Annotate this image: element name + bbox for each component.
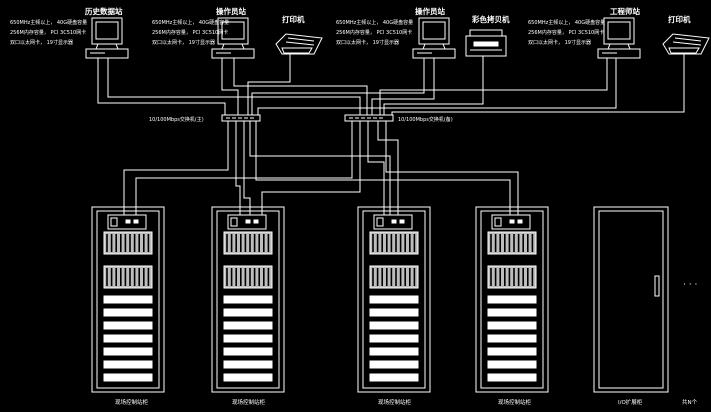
engineer-spec-line-1: 650MHz主频以上， 40G硬盘容量	[152, 19, 229, 26]
computer-icon	[85, 17, 129, 59]
engineering-spec-line-2: 256M内存容量， PCI 3C510网卡	[528, 29, 604, 36]
cabinet-2-label: 现场控制站柜	[232, 398, 266, 406]
io-cabinet-label: I/O扩展柜	[618, 398, 643, 406]
switch-backup-label: 10/100Mbps交换机(备)	[398, 116, 453, 123]
engineer-station-title: 操作员站	[216, 6, 246, 16]
copier-icon	[465, 29, 507, 57]
history-station: 历史数据站 650MHz主频以上， 40G硬盘容量 256M内存容量， PCI …	[10, 6, 123, 46]
engineer-spec-line-2: 256M内存容量， PCI 3C510网卡	[152, 29, 228, 36]
computer-icon	[412, 17, 456, 59]
control-cabinet-4	[475, 206, 549, 393]
switch-main-label: 10/100Mbps交换机(主)	[149, 116, 204, 123]
printer-icon	[275, 33, 323, 55]
network-cables	[97, 54, 685, 115]
cabinet-3-label: 现场控制站柜	[378, 398, 412, 406]
printer-2-label: 打印机	[668, 14, 691, 24]
computer-icon	[597, 17, 641, 59]
history-spec-line-1: 650MHz主频以上， 40G硬盘容量	[10, 19, 87, 26]
computer-icon	[211, 17, 255, 59]
io-expansion-cabinet	[593, 206, 669, 393]
cabinet-4-label: 现场控制站柜	[498, 398, 532, 406]
engineering-station: 工程师站 650MHz主频以上， 40G硬盘容量 256M内存容量， PCI 3…	[528, 6, 640, 46]
more-cabinets-dots: · · ·	[683, 280, 697, 290]
cabinet-count-label: 共N个	[682, 398, 698, 406]
operator-station-title: 操作员站	[415, 6, 445, 16]
engineering-station-title: 工程师站	[610, 6, 640, 16]
printer-1-label: 打印机	[282, 14, 305, 24]
engineer-station: 操作员站 650MHz主频以上， 40G硬盘容量 256M内存容量， PCI 3…	[152, 6, 246, 46]
switch-main: 10/100Mbps交换机(主)	[149, 114, 261, 123]
cabinet-1-label: 现场控制站柜	[115, 398, 149, 406]
printer-icon	[662, 33, 710, 55]
control-cabinet-1	[91, 206, 165, 393]
control-cabinet-2	[211, 206, 285, 393]
history-spec-line-3: 双口以太网卡， 19寸显示器	[10, 39, 73, 46]
switch-backup: 10/100Mbps交换机(备)	[344, 114, 453, 123]
cabinet-cables	[123, 121, 519, 215]
operator-spec-line-1: 650MHz主频以上， 40G硬盘容量	[336, 19, 413, 26]
operator-spec-line-3: 双口以太网卡， 19寸显示器	[336, 39, 399, 46]
operator-station: 操作员站 650MHz主频以上， 40G硬盘容量 256M内存容量， PCI 3…	[336, 6, 445, 46]
control-cabinet-3	[357, 206, 431, 393]
history-station-title: 历史数据站	[85, 6, 123, 16]
operator-spec-line-2: 256M内存容量， PCI 3C510网卡	[336, 29, 412, 36]
cabinets	[91, 206, 669, 393]
history-spec-line-2: 256M内存容量， PCI 3C510网卡	[10, 29, 86, 36]
engineering-spec-line-3: 双口以太网卡， 19寸显示器	[528, 39, 591, 46]
engineer-spec-line-3: 双口以太网卡， 19寸显示器	[152, 39, 215, 46]
engineering-spec-line-1: 650MHz主频以上， 40G硬盘容量	[528, 19, 605, 26]
copier-label: 彩色拷贝机	[471, 14, 510, 24]
